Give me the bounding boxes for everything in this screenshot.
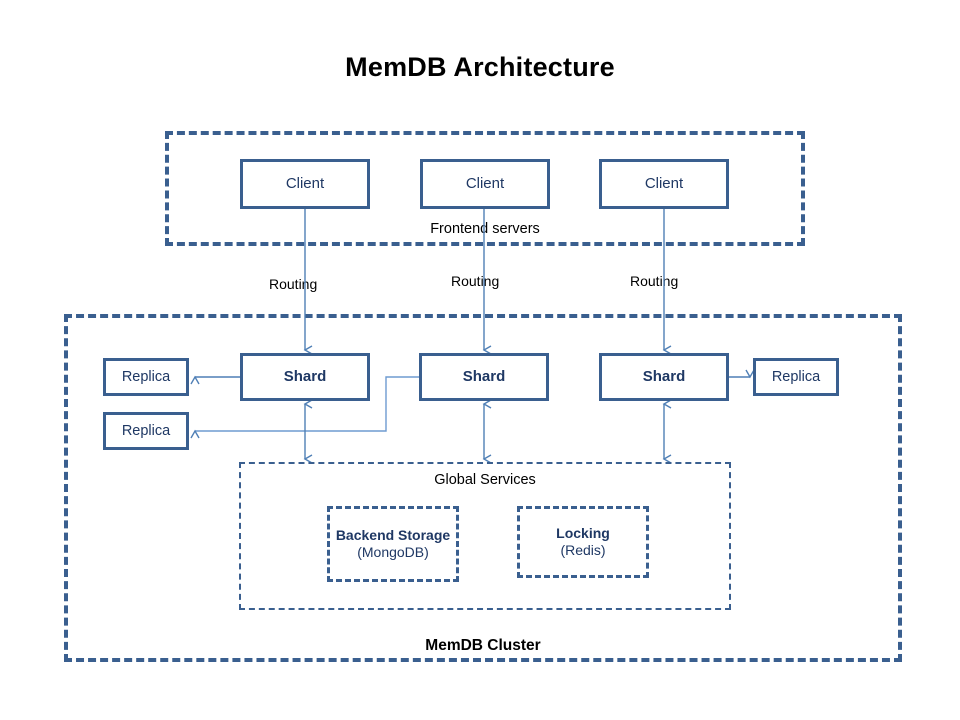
locking-subtitle: (Redis) — [560, 542, 606, 558]
backend-storage-box[interactable]: Backend Storage (MongoDB) — [327, 506, 459, 582]
frontend-servers-caption: Frontend servers — [430, 221, 540, 237]
replica-label-2: Replica — [121, 422, 171, 439]
locking-box[interactable]: Locking (Redis) — [517, 506, 649, 578]
memdb-cluster-container — [64, 314, 902, 662]
page-title: MemDB Architecture — [345, 52, 615, 82]
replica-label-1: Replica — [121, 368, 171, 385]
client-box-3[interactable]: Client — [599, 159, 729, 209]
frontend-servers-container — [165, 131, 805, 246]
routing-label-2: Routing — [451, 273, 500, 289]
backend-storage-title: Backend Storage — [335, 526, 451, 543]
memdb-cluster-caption: MemDB Cluster — [425, 637, 541, 654]
shard-box-1[interactable]: Shard — [240, 353, 370, 401]
shard-label-3: Shard — [642, 367, 686, 385]
global-services-caption: Global Services — [434, 472, 536, 488]
locking-title: Locking — [556, 524, 610, 541]
shard-box-3[interactable]: Shard — [599, 353, 729, 401]
replica-box-1[interactable]: Replica — [103, 358, 189, 396]
shard-box-2[interactable]: Shard — [419, 353, 549, 401]
client-label-2: Client — [465, 174, 505, 192]
replica-box-2[interactable]: Replica — [103, 412, 189, 450]
client-box-2[interactable]: Client — [420, 159, 550, 209]
routing-label-3: Routing — [630, 273, 679, 289]
backend-storage-subtitle: (MongoDB) — [357, 544, 429, 560]
shard-label-1: Shard — [283, 367, 327, 385]
routing-label-1: Routing — [269, 276, 318, 292]
global-services-container — [239, 462, 731, 610]
client-label-1: Client — [285, 174, 325, 192]
replica-label-3: Replica — [771, 368, 821, 385]
replica-box-3[interactable]: Replica — [753, 358, 839, 396]
client-label-3: Client — [644, 174, 684, 192]
client-box-1[interactable]: Client — [240, 159, 370, 209]
shard-label-2: Shard — [462, 367, 506, 385]
